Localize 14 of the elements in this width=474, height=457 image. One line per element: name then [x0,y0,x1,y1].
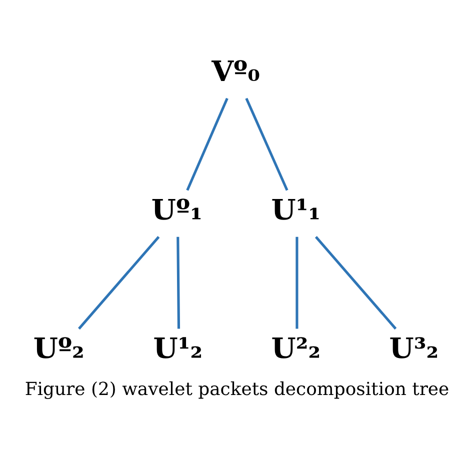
node-text: U¹₂ [153,332,203,366]
connector [186,98,228,191]
connector [296,236,298,329]
node-text: Uº₂ [33,332,84,366]
connector [78,236,160,330]
connector [176,236,180,329]
node-text: Vº₀ [212,55,260,88]
connector [245,98,288,191]
node-text: U³₂ [389,332,439,366]
caption: Figure (2) wavelet packets decomposition tree [24,378,450,400]
connector [314,236,397,330]
node-text: Uº₁ [151,194,202,227]
node-text: U²₂ [271,332,321,366]
node-text: U¹₁ [271,194,321,227]
